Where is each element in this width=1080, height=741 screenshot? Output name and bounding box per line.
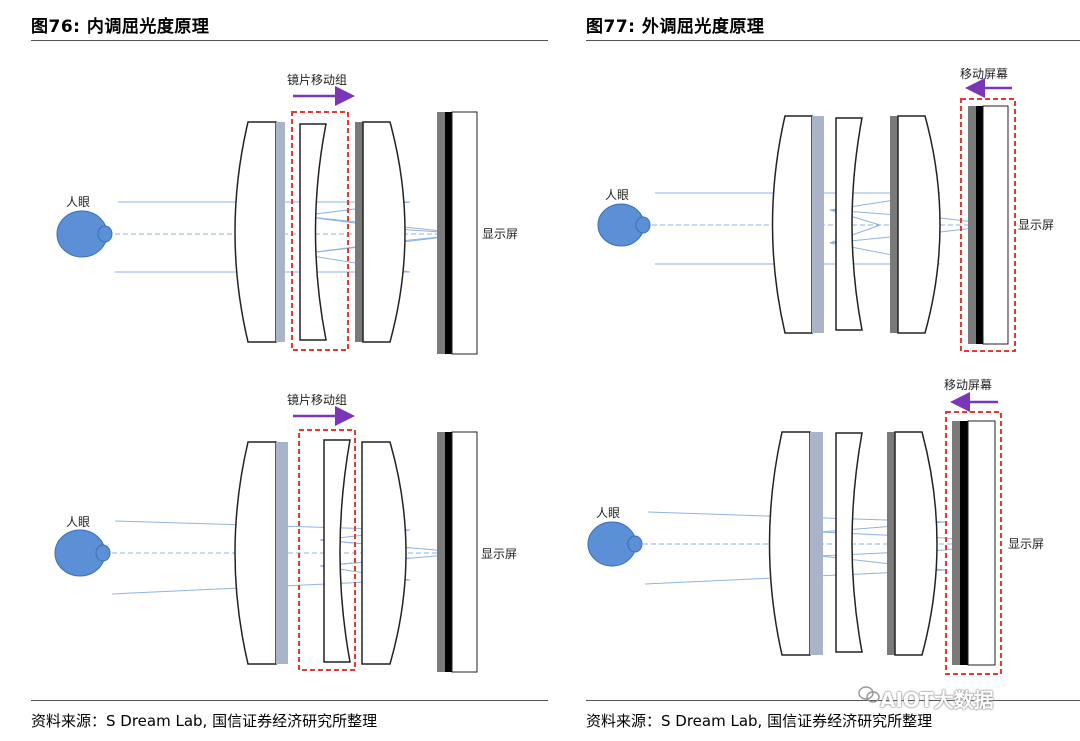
left-title-rule [31,40,548,41]
screen-label: 显示屏 [1018,218,1054,232]
moving-group-label: 镜片移动组 [287,392,347,407]
rear-lens [361,441,407,665]
moving-group-label: 镜片移动组 [287,72,347,87]
light-rays [115,201,471,273]
middle-lens [835,117,863,331]
eye-icon [597,203,651,247]
filter-plate [276,442,288,664]
right-bottom-diagram: 移动屏幕 人眼 显示屏 [587,378,1044,675]
watermark-text: AIOT大数据 [880,688,994,712]
screen-label: 显示屏 [1008,537,1044,551]
front-lens [234,441,277,665]
eye-label: 人眼 [605,188,629,202]
light-rays [652,192,1001,265]
right-source-note: 资料来源：S Dream Lab, 国信证券经济研究所整理 [586,712,933,730]
moving-screen-box [960,98,1016,352]
eye-icon [54,529,111,577]
eye-icon [56,210,113,258]
moving-lens [299,123,327,341]
moving-screen-label: 移动屏幕 [960,67,1008,81]
gray-plate [890,116,898,333]
gray-plate [887,432,895,655]
moving-group-box [291,111,349,351]
wechat-icon [858,686,880,703]
front-lens [768,431,811,656]
front-lens [234,121,277,343]
left-source-rule [31,700,548,701]
left-source-note: 资料来源：S Dream Lab, 国信证券经济研究所整理 [31,712,378,730]
rear-lens [894,431,938,656]
moving-group-box [298,429,356,671]
gray-plate [355,122,363,342]
filter-plate [812,116,824,333]
display-screen [952,420,996,666]
eye-icon [587,521,643,567]
middle-lens [835,432,863,653]
eye-label: 人眼 [596,506,620,520]
light-rays [111,520,471,595]
left-bottom-diagram: 镜片移动组 人眼 显示屏 [54,392,517,673]
moving-screen-label: 移动屏幕 [944,378,992,392]
right-panel-title: 图77: 外调屈光度原理 [586,17,765,37]
right-source-rule [586,700,1080,701]
moving-screen-box [945,411,1002,675]
front-lens [771,115,813,334]
left-panel-title: 图76: 内调屈光度原理 [31,17,210,37]
right-top-diagram: 移动屏幕 人眼 显示屏 [597,67,1054,352]
display-screen [437,431,478,673]
screen-label: 显示屏 [481,547,517,561]
filter-plate [810,432,823,655]
screen-label: 显示屏 [482,227,518,241]
rear-lens [362,121,406,343]
eye-label: 人眼 [66,515,90,529]
display-screen [968,105,1009,345]
filter-plate [276,122,285,342]
moving-lens [323,439,351,663]
left-top-diagram: 镜片移动组 人眼 显示屏 [56,72,518,355]
rear-lens [897,115,941,334]
display-screen [437,111,478,355]
eye-label: 人眼 [66,195,90,209]
right-title-rule [586,40,1080,41]
